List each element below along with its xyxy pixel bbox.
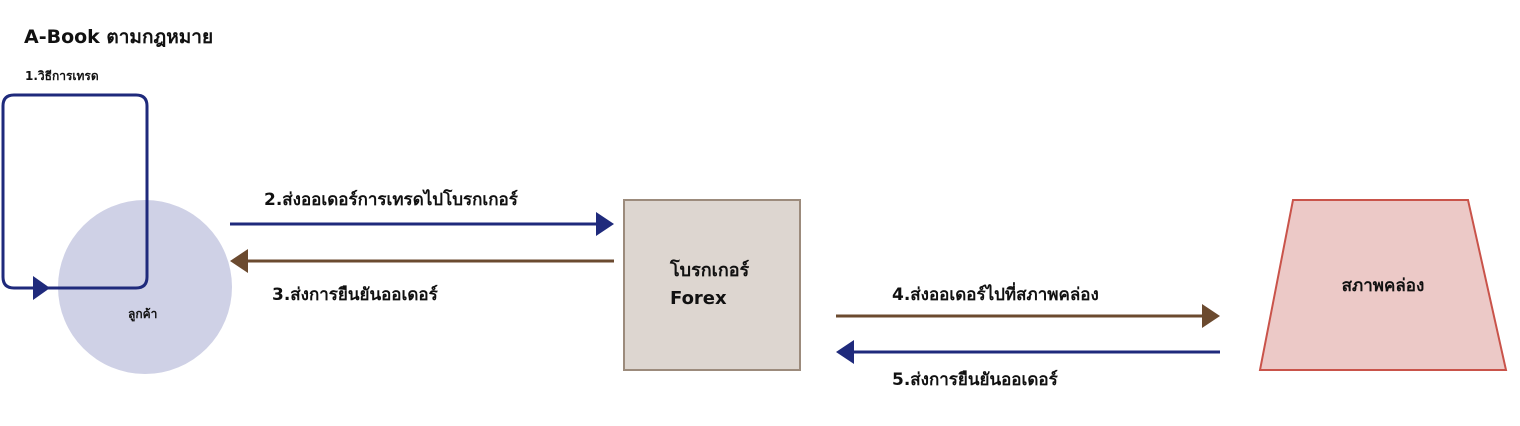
broker-label-line1: โบรกเกอร์ [670,260,750,281]
liquidity-label: สภาพคล่อง [1260,200,1506,370]
broker-label: โบรกเกอร์ Forex [624,200,800,370]
order-to-exchange-arrowhead [1202,304,1220,328]
step1-label: 1.วิธีการเทรด [25,69,99,83]
trade-loop-arrow [1,93,149,290]
trade-loop-arrowhead [33,276,50,300]
liquidity-node[interactable] [1258,199,1508,371]
step3-label: 3.ส่งการยืนยันออเดอร์ [272,285,438,305]
broker-node[interactable] [623,199,801,371]
step4-label: 4.ส่งออเดอร์ไปที่สภาพคล่อง [892,285,1099,305]
order-to-broker-arrowhead [596,212,614,236]
page-title: A-Book ตามกฎหมาย [24,26,214,48]
client-node[interactable] [58,200,232,374]
broker-label-line2: Forex [670,288,727,309]
step2-label: 2.ส่งออเดอร์การเทรดไปโบรกเกอร์ [264,190,518,210]
confirm-to-client-arrowhead [230,249,248,273]
liquidity-label-text: สภาพคล่อง [1341,275,1425,296]
confirm-to-broker-arrowhead [836,340,854,364]
client-label: ลูกค้า [128,307,158,321]
step5-label: 5.ส่งการยืนยันออเดอร์ [892,370,1058,390]
